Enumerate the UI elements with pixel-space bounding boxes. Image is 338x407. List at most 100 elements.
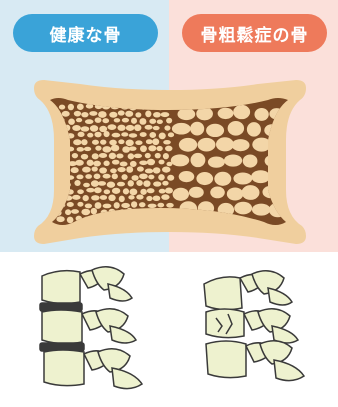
trabecular-hole <box>159 160 165 165</box>
trabecular-hole <box>67 202 74 207</box>
trabecular-hole <box>158 174 165 180</box>
trabecular-hole <box>82 167 91 173</box>
trabecular-hole <box>131 175 138 181</box>
trabecular-hole <box>74 111 81 117</box>
trabecular-hole <box>166 203 174 208</box>
trabecular-hole <box>140 189 147 195</box>
trabecular-hole <box>146 139 153 144</box>
trabecular-hole <box>128 180 134 186</box>
trabecular-hole <box>110 168 117 173</box>
trabecular-hole <box>134 124 141 131</box>
trabecular-hole <box>139 160 148 165</box>
trabecular-hole <box>145 169 153 174</box>
trabecular-hole <box>81 139 87 145</box>
trabecular-hole <box>122 118 129 123</box>
trabecular-hole <box>102 146 111 152</box>
trabecular-hole <box>81 126 90 131</box>
trabecular-hole <box>109 153 116 159</box>
trabecular-hole <box>157 203 164 208</box>
trabecular-hole <box>166 118 172 124</box>
trabecular-hole <box>91 208 97 215</box>
osteoporotic-hole <box>189 187 204 198</box>
trabecular-hole <box>148 145 156 151</box>
trabecular-hole <box>129 146 137 151</box>
trabecular-hole <box>147 159 155 165</box>
trabecular-hole <box>62 111 70 117</box>
trabecular-hole <box>100 195 107 200</box>
osteoporotic-hole <box>252 204 270 216</box>
osteoporotic-hole <box>173 188 189 201</box>
trabecular-hole <box>129 188 137 195</box>
osteoporotic-hole <box>208 156 225 167</box>
trabecular-hole <box>137 166 144 171</box>
trabecular-hole <box>114 202 120 209</box>
trabecular-hole <box>112 188 120 194</box>
trabecular-hole <box>100 139 106 144</box>
trabecular-hole <box>107 182 115 188</box>
trabecular-hole <box>161 194 169 200</box>
trabecular-hole <box>119 196 125 202</box>
trabecular-hole <box>65 209 71 215</box>
trabecular-hole <box>68 104 74 111</box>
trabecular-hole <box>157 119 163 124</box>
trabecular-hole <box>131 118 137 124</box>
trabecular-hole <box>162 181 168 186</box>
trabecular-hole <box>75 160 84 166</box>
trabecular-hole <box>104 189 111 194</box>
osteoporotic-hole <box>242 185 260 200</box>
osteoporotic-hole <box>214 172 231 186</box>
trabecular-hole <box>95 117 102 123</box>
trabecular-hole <box>163 140 171 145</box>
trabecular-hole <box>153 181 161 186</box>
trabecular-hole <box>103 174 111 179</box>
trabecular-hole <box>140 145 147 152</box>
trabecular-hole <box>148 204 157 208</box>
trabecular-hole <box>72 195 81 200</box>
trabecular-hole <box>86 188 94 193</box>
trabecular-hole <box>109 112 117 118</box>
osteoporotic-hole <box>218 108 234 119</box>
osteoporotic-hole <box>227 187 243 200</box>
trabecular-hole <box>56 216 64 222</box>
trabecular-hole <box>103 161 109 166</box>
trabecular-hole <box>163 153 169 159</box>
trabecular-hole <box>159 133 166 140</box>
trabecular-hole <box>129 133 138 137</box>
trabecular-hole <box>112 160 120 165</box>
trabecular-hole <box>81 112 88 117</box>
trabecular-hole <box>76 118 82 122</box>
trabecular-hole <box>165 188 173 194</box>
trabecular-hole <box>155 153 161 159</box>
trabecular-hole <box>94 132 101 138</box>
trabecular-hole <box>123 188 129 194</box>
trabecular-hole <box>78 132 85 137</box>
trabecular-hole <box>153 126 160 130</box>
trabecular-hole <box>83 183 90 188</box>
trabecular-hole <box>112 133 121 138</box>
trabecular-hole <box>99 153 107 158</box>
trabecular-hole <box>156 146 162 151</box>
trabecular-hole <box>130 161 137 167</box>
trabecular-hole <box>121 203 130 208</box>
trabecular-hole <box>98 181 106 186</box>
osteoporotic-hole <box>251 170 270 183</box>
trabecular-hole <box>117 167 125 172</box>
osteoporotic-hole <box>171 154 189 166</box>
trabecular-hole <box>126 140 134 147</box>
osteoporotic-hole <box>243 154 258 167</box>
trabecular-hole <box>168 132 174 137</box>
trabecular-hole <box>72 153 78 158</box>
trabecular-hole <box>134 154 142 159</box>
osteoporotic-hole <box>190 122 204 136</box>
trabecular-hole <box>131 201 137 207</box>
osteoporotic-hole <box>233 105 250 119</box>
trabecular-hole <box>93 161 101 167</box>
trabecular-hole <box>102 118 109 123</box>
osteoporotic-hole <box>179 171 195 182</box>
healthy-spine-icon <box>40 267 142 389</box>
trabecular-hole <box>85 204 92 209</box>
trabecular-hole <box>83 195 89 201</box>
trabecular-hole <box>136 180 143 186</box>
trabecular-hole <box>118 139 124 144</box>
